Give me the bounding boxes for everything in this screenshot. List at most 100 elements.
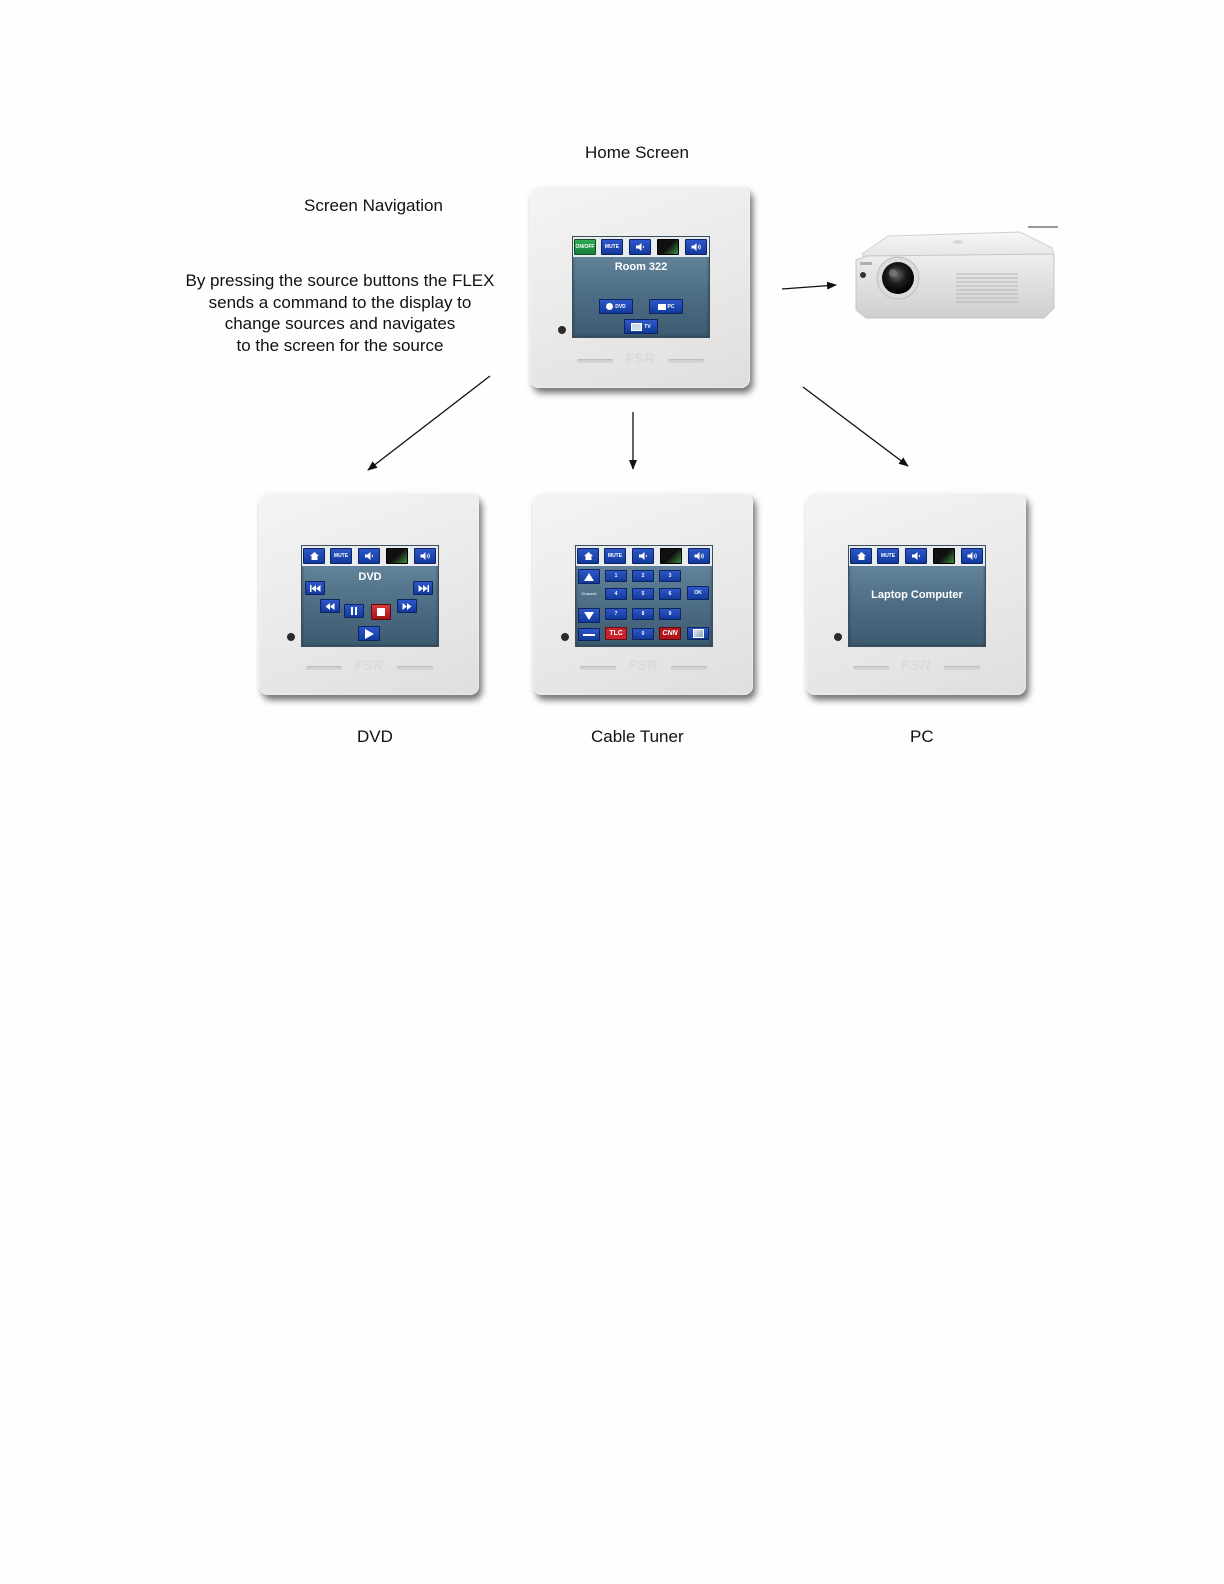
brightness-button[interactable] xyxy=(657,239,679,255)
play-button[interactable] xyxy=(358,626,380,641)
keypad-5[interactable]: 5 xyxy=(632,588,654,600)
home-icon xyxy=(309,552,319,560)
skip-forward-button[interactable] xyxy=(413,581,433,595)
home-button[interactable] xyxy=(850,548,872,564)
pc-panel: MUTE Laptop Computer FSR xyxy=(806,493,1026,695)
mute-button[interactable]: MUTE xyxy=(601,239,623,255)
keypad-9[interactable]: 9 xyxy=(659,608,681,620)
projector-image xyxy=(855,231,1055,319)
keypad-4[interactable]: 4 xyxy=(605,588,627,600)
keypad-3[interactable]: 3 xyxy=(659,570,681,582)
dvd-screen-title: DVD xyxy=(358,571,382,583)
fast-forward-icon xyxy=(402,602,412,610)
pause-icon xyxy=(351,607,357,615)
ok-button[interactable]: OK xyxy=(687,586,709,600)
skip-forward-icon xyxy=(418,584,429,592)
pc-caption: PC xyxy=(910,727,934,746)
tv-icon xyxy=(631,322,643,331)
channel-label: Channel xyxy=(581,591,597,596)
cable-tuner-caption: Cable Tuner xyxy=(591,727,684,746)
room-title: Room 322 xyxy=(614,261,668,273)
status-led xyxy=(561,633,569,641)
arrow-up-icon xyxy=(584,572,594,581)
pause-button[interactable] xyxy=(344,604,364,618)
description-line: change sources and navigates xyxy=(224,314,456,333)
brightness-button[interactable] xyxy=(933,548,955,564)
arrow-to-dvd xyxy=(367,375,491,471)
home-icon xyxy=(583,552,593,560)
play-icon xyxy=(364,628,374,639)
keypad-8[interactable]: 8 xyxy=(632,608,654,620)
brightness-button[interactable] xyxy=(386,548,408,564)
home-panel: ON/OFF MUTE Room 322 DVD PC TV FSR xyxy=(530,186,750,388)
keypad-2[interactable]: 2 xyxy=(632,570,654,582)
panel-groove xyxy=(671,666,707,670)
vol-down-icon xyxy=(635,243,644,251)
panel-groove xyxy=(577,359,613,363)
channel-down-button[interactable] xyxy=(578,608,600,623)
skip-back-button[interactable] xyxy=(305,581,325,595)
volume-up-button[interactable] xyxy=(685,239,707,255)
mute-button[interactable]: MUTE xyxy=(604,548,626,564)
home-button[interactable] xyxy=(303,548,325,564)
fsr-logo: FSR xyxy=(628,657,658,673)
volume-down-button[interactable] xyxy=(358,548,380,564)
keypad-6[interactable]: 6 xyxy=(659,588,681,600)
brightness-button[interactable] xyxy=(660,548,682,564)
arrow-to-pc xyxy=(802,386,909,467)
keypad-0[interactable]: 0 xyxy=(632,628,654,640)
dvd-caption: DVD xyxy=(357,727,393,746)
tv-source-button[interactable]: TV xyxy=(624,319,658,334)
home-screen-label: Home Screen xyxy=(585,143,689,162)
channel-up-button[interactable] xyxy=(578,569,600,584)
pc-screen-title: Laptop Computer xyxy=(871,589,963,601)
panel-groove xyxy=(306,666,342,670)
power-button[interactable]: ON/OFF xyxy=(574,239,596,255)
pc-touch-screen: MUTE Laptop Computer xyxy=(848,545,986,647)
mute-button[interactable]: MUTE xyxy=(330,548,352,564)
favorite-channel-button[interactable] xyxy=(687,627,709,640)
volume-down-button[interactable] xyxy=(905,548,927,564)
arrow-to-projector xyxy=(781,281,837,290)
status-led xyxy=(834,633,842,641)
dvd-panel: MUTE DVD FSR xyxy=(259,493,479,695)
cable-top-bar: MUTE xyxy=(576,546,712,566)
fsr-logo: FSR xyxy=(354,657,384,673)
keypad-1[interactable]: 1 xyxy=(605,570,627,582)
fsr-logo: FSR xyxy=(625,350,655,366)
home-touch-screen: ON/OFF MUTE Room 322 DVD PC TV xyxy=(572,236,710,338)
panel-groove xyxy=(668,359,704,363)
home-icon xyxy=(856,552,866,560)
fast-forward-button[interactable] xyxy=(397,599,417,613)
pc-top-bar: MUTE xyxy=(849,546,985,566)
volume-up-button[interactable] xyxy=(414,548,436,564)
pc-source-button[interactable]: PC xyxy=(649,299,683,314)
pc-source-label: PC xyxy=(667,303,675,310)
home-button[interactable] xyxy=(577,548,599,564)
guide-icon xyxy=(583,633,595,636)
description-line: to the screen for the source xyxy=(236,335,444,355)
vol-down-icon xyxy=(911,552,920,560)
vol-up-icon xyxy=(691,243,701,251)
description-line: sends a command to the display to xyxy=(208,292,472,312)
stop-button[interactable] xyxy=(371,604,391,620)
disc-icon xyxy=(606,303,614,310)
volume-down-button[interactable] xyxy=(632,548,654,564)
guide-button[interactable] xyxy=(578,628,600,641)
vol-down-icon xyxy=(638,552,647,560)
keypad-7[interactable]: 7 xyxy=(605,608,627,620)
navigation-arrows xyxy=(367,226,1058,471)
cnn-channel-button[interactable]: CNN xyxy=(659,627,681,640)
status-led xyxy=(287,633,295,641)
volume-down-button[interactable] xyxy=(629,239,651,255)
tv-source-label: TV xyxy=(644,323,651,330)
volume-up-button[interactable] xyxy=(688,548,710,564)
rewind-icon xyxy=(325,602,335,610)
dvd-source-button[interactable]: DVD xyxy=(599,299,633,314)
volume-up-button[interactable] xyxy=(961,548,983,564)
rewind-button[interactable] xyxy=(320,599,340,613)
mute-button[interactable]: MUTE xyxy=(877,548,899,564)
tlc-channel-button[interactable]: TLC xyxy=(605,627,627,640)
vol-up-icon xyxy=(694,552,704,560)
panel-groove xyxy=(580,666,616,670)
